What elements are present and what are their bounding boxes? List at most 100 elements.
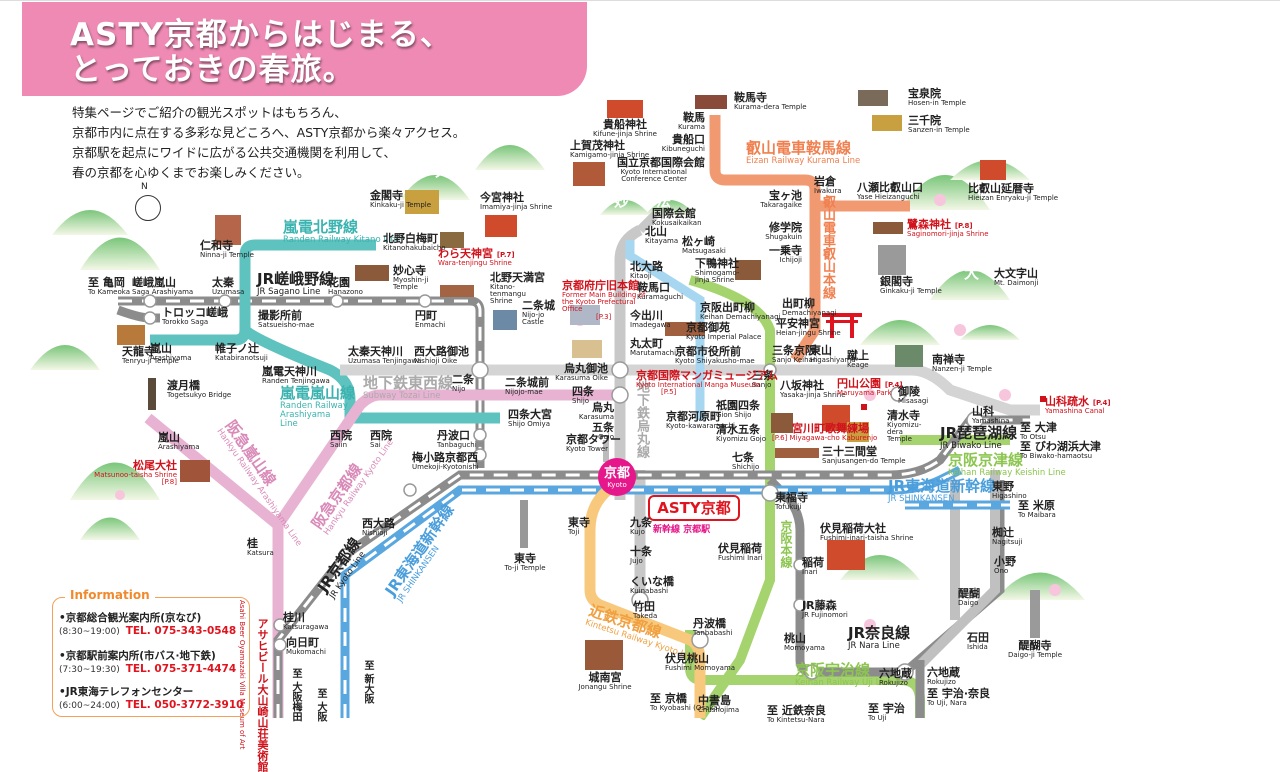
- sight-maruyama[interactable]: 円山公園 [P.4]Maruyama Park: [837, 377, 903, 397]
- line-label-subway-karasuma: 地下鉄烏丸線: [634, 380, 649, 458]
- temple-icons: [117, 90, 1040, 670]
- title-line-2: とっておきの春旅。: [70, 52, 355, 88]
- title-line-1: ASTY京都からはじまる、: [70, 17, 452, 53]
- sight-saginomori[interactable]: 鷺森神社 [P.8]Saginomori-jinja Shrine: [907, 218, 989, 238]
- asty-kyoto-callout[interactable]: ASTY京都: [648, 495, 740, 521]
- information-title: Information: [65, 588, 155, 602]
- top-divider: [0, 0, 1280, 1]
- mountain-mark-daimonji: 大: [964, 264, 980, 282]
- rail-map: [30, 90, 1085, 720]
- station-label: 至 大阪梅田: [290, 668, 301, 722]
- kyoto-station-hub[interactable]: 京都 Kyoto: [598, 458, 636, 496]
- hub-label-en: Kyoto: [607, 481, 627, 489]
- sight-asahi-museum[interactable]: アサヒビール大山崎山荘美術館: [256, 618, 269, 772]
- info-item: •JR東海テレフォンセンター (6:00~24:00)TEL. 050-3772…: [59, 686, 244, 711]
- line-label-eizan-main: 叡山電車叡山本線: [820, 195, 835, 299]
- sight-wara-tenjingu[interactable]: わら天神宮 [P.7]Wara-tenjingu Shrine: [438, 247, 515, 267]
- sakura-decorations: [115, 194, 1061, 631]
- phone-link[interactable]: TEL. 075-371-4474: [125, 663, 237, 675]
- sight-miyagawa[interactable]: 宮川町歌舞練場[P.6] Miyagawa-cho Kaburenjo: [772, 422, 878, 442]
- hub-label-jp: 京都: [603, 466, 630, 481]
- phone-link[interactable]: TEL. 075-343-0548: [125, 625, 237, 637]
- compass-north-label: N: [141, 182, 148, 192]
- station-label: 至 大阪: [315, 688, 326, 722]
- sight-yamashina-canal[interactable]: 山科疏水 [P.4]Yamashina Canal: [1045, 395, 1111, 415]
- phone-link[interactable]: TEL. 050-3772-3910: [125, 699, 244, 711]
